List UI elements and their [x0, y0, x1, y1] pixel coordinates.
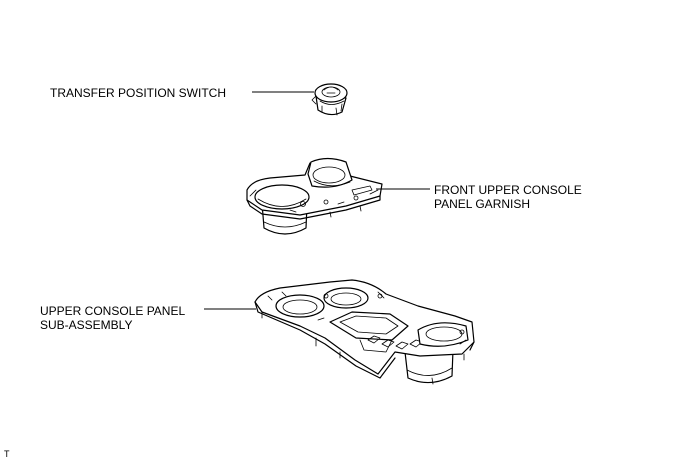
panel-label-line-1: UPPER CONSOLE PANEL	[40, 304, 186, 318]
figure-code: T	[4, 449, 10, 459]
panel-label-line-2: SUB-ASSEMBLY	[40, 318, 133, 332]
upper-console-panel-sub-assembly-label: UPPER CONSOLE PANEL SUB-ASSEMBLY	[40, 304, 185, 332]
transfer-position-switch-drawing	[311, 83, 348, 116]
upper-console-panel-sub-assembly-drawing	[254, 279, 475, 385]
front-upper-console-panel-garnish-label: FRONT UPPER CONSOLE PANEL GARNISH	[434, 183, 582, 211]
front-upper-console-panel-garnish-drawing	[246, 157, 383, 235]
garnish-label-line-1: FRONT UPPER CONSOLE	[434, 183, 582, 197]
garnish-label-line-2: PANEL GARNISH	[434, 197, 531, 211]
transfer-position-switch-label: TRANSFER POSITION SWITCH	[50, 86, 227, 100]
